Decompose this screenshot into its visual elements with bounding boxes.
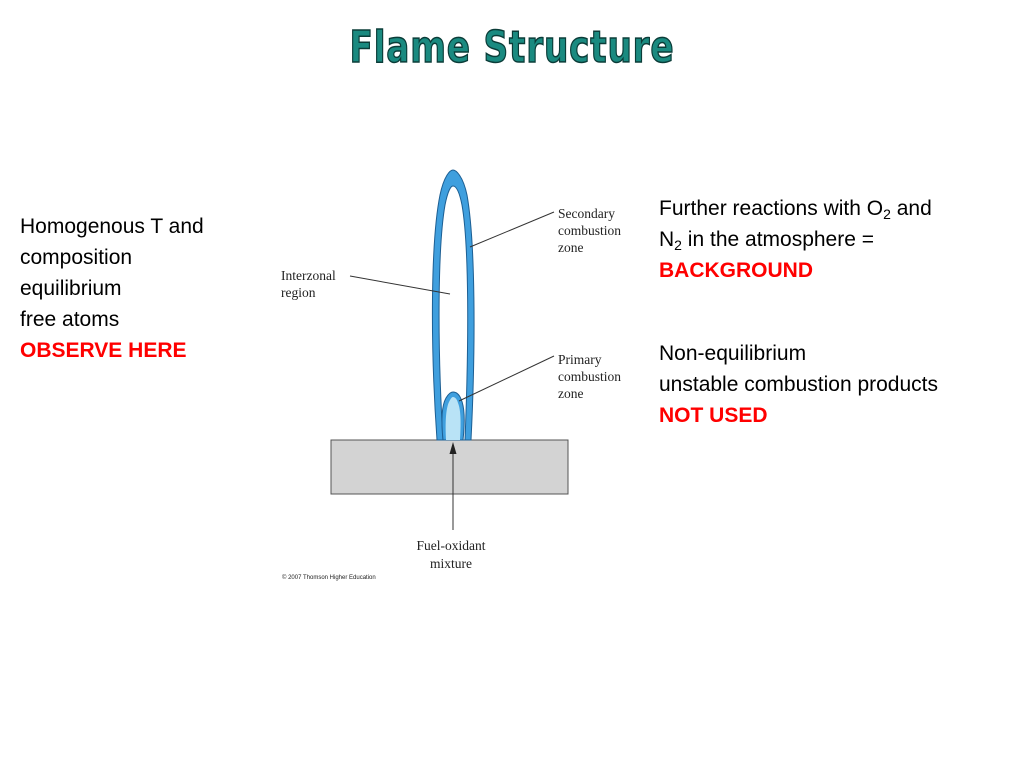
fuel-arrow-head-icon	[449, 442, 457, 454]
fuel-label: mixture	[430, 556, 472, 571]
text-fragment: Further reactions with O	[659, 197, 884, 220]
not-used-label: NOT USED	[659, 404, 768, 427]
secondary-label: Secondary	[558, 206, 615, 221]
subscript: 2	[674, 237, 682, 253]
left-text-line: free atoms	[20, 308, 120, 331]
background-label: BACKGROUND	[659, 259, 813, 282]
interzonal-label: region	[281, 285, 316, 300]
text-fragment: in the atmosphere =	[681, 228, 875, 251]
primary-zone-inner	[445, 397, 461, 440]
copyright-notice: © 2007 Thomson Higher Education	[282, 574, 376, 581]
left-text-line: Homogenous T and	[20, 215, 204, 238]
text-fragment: N	[659, 228, 675, 251]
observe-here-label: OBSERVE HERE	[20, 339, 187, 362]
primary-leader-line	[458, 355, 555, 402]
text-fragment: and	[890, 197, 932, 220]
right-text-line: Further reactions with O2 and	[659, 193, 932, 224]
burner-block	[330, 439, 569, 495]
right-text-line: Non-equilibrium	[659, 342, 807, 365]
left-text-block: Homogenous T and composition equilibrium…	[20, 211, 204, 366]
interzonal-label: Interzonal	[281, 268, 336, 283]
right-text-line: unstable combustion products	[659, 373, 938, 396]
page-title: Flame Structure	[349, 21, 675, 74]
secondary-label: zone	[558, 240, 583, 255]
left-text-line: composition	[20, 246, 133, 269]
right-text-block-primary: Non-equilibrium unstable combustion prod…	[659, 338, 938, 431]
right-text-line: N2 in the atmosphere =	[659, 224, 932, 255]
secondary-leader-line	[469, 211, 555, 248]
primary-label: combustion	[558, 369, 621, 384]
right-text-block-secondary: Further reactions with O2 and N2 in the …	[659, 193, 932, 286]
subscript: 2	[883, 206, 891, 222]
primary-label: Primary	[558, 352, 602, 367]
primary-label: zone	[558, 386, 583, 401]
fuel-label: Fuel-oxidant	[417, 538, 486, 553]
secondary-label: combustion	[558, 223, 621, 238]
left-text-line: equilibrium	[20, 277, 122, 300]
interzonal-leader-line	[349, 275, 451, 295]
